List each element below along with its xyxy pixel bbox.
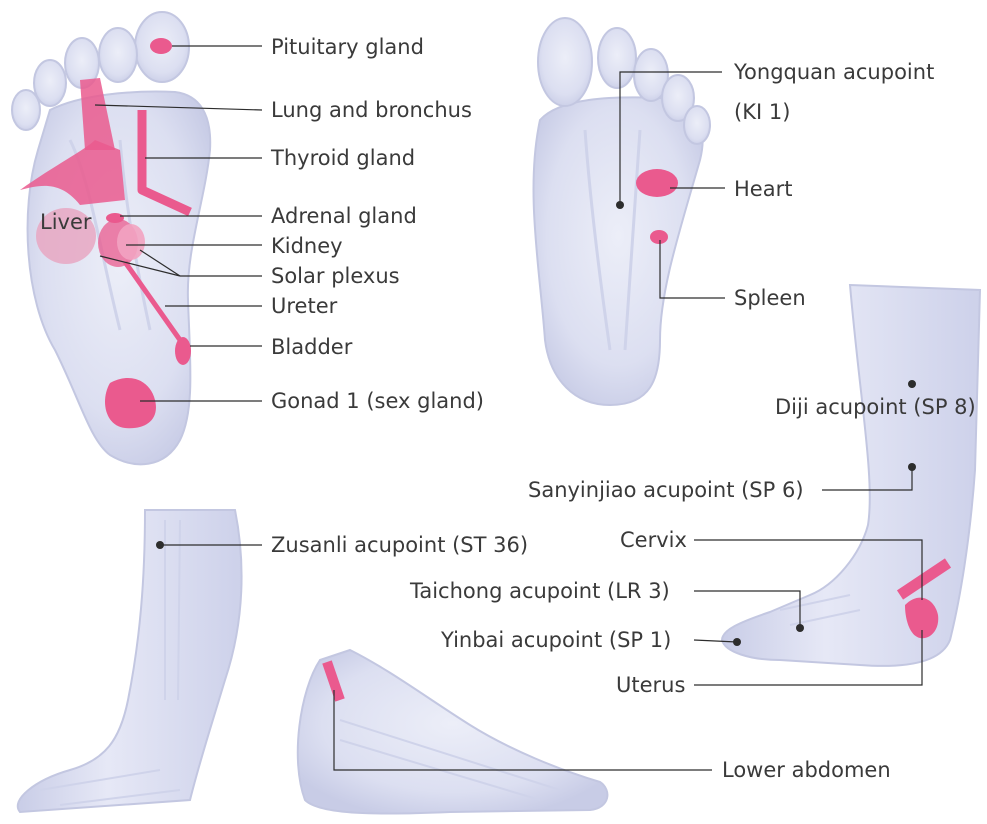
label-bladder: Bladder: [271, 337, 352, 358]
zusanli-dot: [156, 541, 164, 549]
yongquan-dot: [616, 201, 624, 209]
label-ureter: Ureter: [271, 296, 337, 317]
label-solar-plexus: Solar plexus: [271, 266, 400, 287]
label-spleen: Spleen: [734, 288, 806, 309]
label-lung-and-bronchus: Lung and bronchus: [271, 100, 472, 121]
taichong-dot: [796, 624, 804, 632]
label-taichong: Taichong acupoint (LR 3): [410, 581, 670, 602]
label-diji: Diji acupoint (SP 8): [775, 397, 976, 418]
bottom-left-leg: [18, 510, 242, 812]
label-yongquan-line1: Yongquan acupoint: [734, 62, 934, 83]
heart-area: [636, 169, 678, 197]
label-pituitary-gland: Pituitary gland: [271, 37, 424, 58]
right-leg: [722, 285, 980, 666]
spleen-area: [650, 230, 668, 244]
label-heart: Heart: [734, 179, 792, 200]
bladder-area: [175, 337, 191, 365]
big-toe: [538, 18, 592, 106]
label-sanyinjiao: Sanyinjiao acupoint (SP 6): [528, 480, 804, 501]
label-yongquan-line2: (KI 1): [734, 102, 790, 123]
solar-plexus-area: [117, 224, 145, 260]
left-sole: [12, 12, 210, 464]
label-gonad: Gonad 1 (sex gland): [271, 391, 484, 412]
label-uterus: Uterus: [616, 675, 685, 696]
label-kidney: Kidney: [271, 236, 343, 257]
label-liver: Liver: [40, 212, 92, 233]
bottom-middle-foot: [298, 650, 608, 814]
pituitary-area: [150, 38, 172, 54]
yinbai-dot: [733, 638, 741, 646]
label-lower-abdomen: Lower abdomen: [722, 760, 891, 781]
label-zusanli: Zusanli acupoint (ST 36): [271, 535, 528, 556]
label-yinbai: Yinbai acupoint (SP 1): [441, 630, 671, 651]
label-thyroid-gland: Thyroid gland: [271, 148, 415, 169]
label-adrenal-gland: Adrenal gland: [271, 206, 417, 227]
diji-dot: [908, 380, 916, 388]
right-sole: [534, 18, 710, 405]
sanyinjiao-dot: [908, 463, 916, 471]
label-cervix: Cervix: [620, 530, 687, 551]
